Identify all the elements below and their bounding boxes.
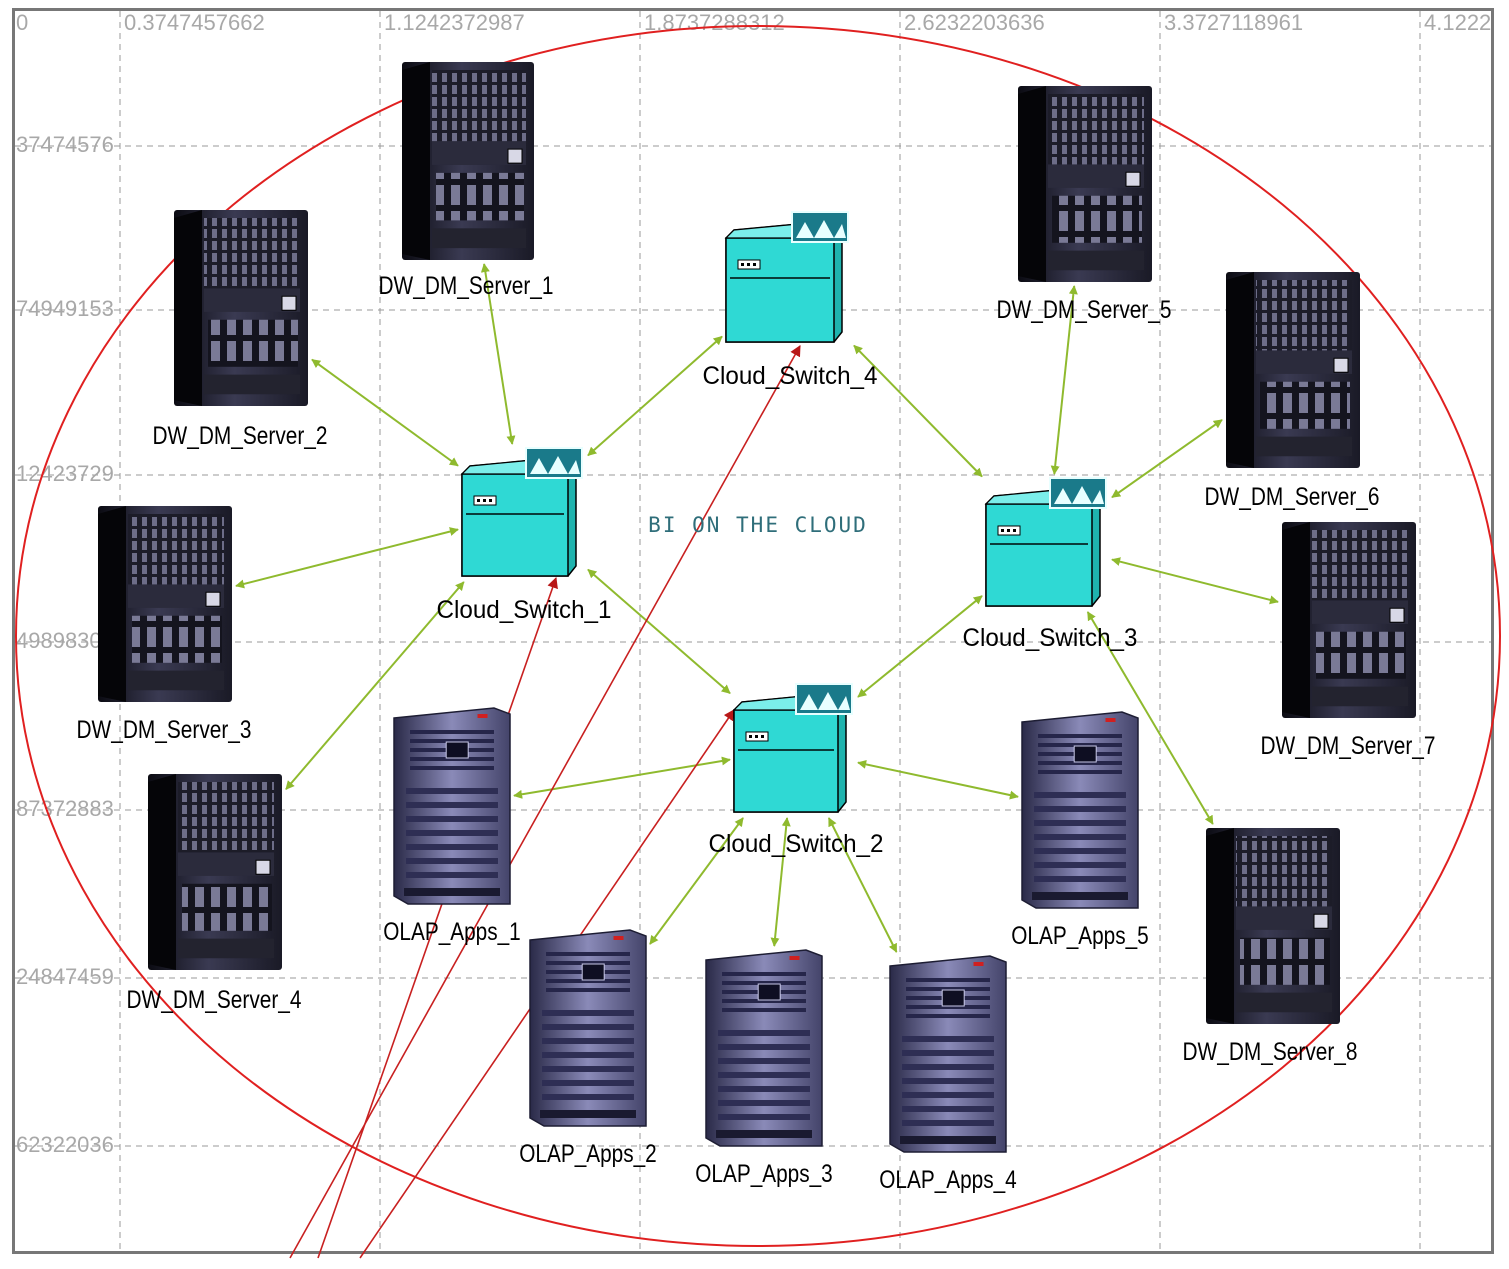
node-cloud-switch-2[interactable]: Cloud_Switch_2: [709, 683, 884, 858]
node-dw-dm-server-8[interactable]: DW_DM_Server_8: [1183, 828, 1358, 1066]
external-link-Cloud_Switch_1[interactable]: [317, 576, 558, 1259]
x-tick-label: 3.3727118961: [1164, 10, 1303, 35]
node-cloud-switch-3[interactable]: Cloud_Switch_3: [963, 477, 1138, 652]
olap-server-icon: [705, 949, 823, 1147]
diagram-title: BI ON THE CLOUD: [648, 513, 868, 537]
tower-server-icon: [1206, 828, 1340, 1024]
x-tick-label: 0.3747457662: [124, 10, 265, 35]
y-tick-label: 37474576: [16, 132, 114, 157]
link-OLAP_Apps_1-Cloud_Switch_2[interactable]: [513, 756, 731, 799]
node-dw-dm-server-7[interactable]: DW_DM_Server_7: [1261, 522, 1436, 760]
y-tick-label: 12423729: [16, 461, 114, 486]
link-DW_DM_Server_2-Cloud_Switch_1[interactable]: [311, 358, 459, 467]
link-DW_DM_Server_1-Cloud_Switch_1[interactable]: [480, 263, 516, 445]
node-label: DW_DM_Server_5: [997, 296, 1172, 324]
node-dw-dm-server-4[interactable]: DW_DM_Server_4: [127, 774, 302, 1014]
node-label: Cloud_Switch_4: [703, 362, 878, 390]
cloud-switch-icon: [984, 477, 1107, 607]
x-tick-label: 1.1242372987: [384, 10, 525, 35]
node-dw-dm-server-6[interactable]: DW_DM_Server_6: [1205, 272, 1380, 511]
cloud-switch-icon: [460, 447, 583, 577]
node-label: DW_DM_Server_6: [1205, 483, 1380, 511]
x-tick-label: 4.1222: [1424, 10, 1491, 35]
link-Cloud_Switch_1-Cloud_Switch_4[interactable]: [587, 335, 723, 457]
x-tick-label: 0: [16, 10, 28, 35]
node-olap-apps-1[interactable]: OLAP_Apps_1: [383, 707, 521, 946]
tower-server-icon: [148, 774, 282, 970]
node-label: DW_DM_Server_3: [77, 716, 252, 744]
node-label: OLAP_Apps_5: [1011, 922, 1149, 950]
node-olap-apps-5[interactable]: OLAP_Apps_5: [1011, 711, 1149, 950]
node-label: OLAP_Apps_4: [879, 1166, 1017, 1194]
tower-server-icon: [1226, 272, 1360, 468]
cloud-switch-icon: [732, 683, 853, 813]
link-OLAP_Apps_3-Cloud_Switch_2[interactable]: [770, 817, 791, 947]
y-tick-label: 62322036: [16, 1132, 114, 1157]
node-label: Cloud_Switch_1: [437, 596, 612, 624]
external-link-Cloud_Switch_4[interactable]: [289, 345, 801, 1259]
node-olap-apps-2[interactable]: OLAP_Apps_2: [519, 929, 657, 1168]
node-dw-dm-server-5[interactable]: DW_DM_Server_5: [997, 86, 1172, 324]
node-cloud-switch-1[interactable]: Cloud_Switch_1: [437, 447, 612, 624]
tower-server-icon: [1282, 522, 1416, 718]
y-tick-label: 4989830: [16, 628, 102, 653]
olap-server-icon: [393, 707, 511, 905]
node-dw-dm-server-1[interactable]: DW_DM_Server_1: [379, 62, 554, 300]
node-layer: DW_DM_Server_1DW_DM_Server_2DW_DM_Server…: [77, 62, 1436, 1194]
link-DW_DM_Server_6-Cloud_Switch_3[interactable]: [1111, 419, 1223, 499]
node-label: OLAP_Apps_1: [383, 918, 521, 946]
link-DW_DM_Server_3-Cloud_Switch_1[interactable]: [235, 527, 459, 589]
link-OLAP_Apps_5-Cloud_Switch_2[interactable]: [857, 759, 1019, 800]
node-label: DW_DM_Server_2: [153, 422, 328, 450]
tower-server-icon: [402, 62, 534, 260]
node-label: DW_DM_Server_1: [379, 272, 554, 300]
node-dw-dm-server-2[interactable]: DW_DM_Server_2: [153, 210, 328, 450]
cloud-boundary: [15, 25, 1501, 1247]
link-Cloud_Switch_4-Cloud_Switch_3[interactable]: [853, 344, 983, 478]
link-DW_DM_Server_8-Cloud_Switch_3[interactable]: [1086, 611, 1214, 825]
link-layer: [235, 263, 1279, 953]
tower-server-icon: [174, 210, 308, 406]
node-olap-apps-4[interactable]: OLAP_Apps_4: [879, 955, 1017, 1194]
link-Cloud_Switch_3-Cloud_Switch_2[interactable]: [857, 595, 983, 698]
node-label: DW_DM_Server_8: [1183, 1038, 1358, 1066]
node-label: Cloud_Switch_3: [963, 624, 1138, 652]
y-tick-label: 24847459: [16, 964, 114, 989]
node-label: OLAP_Apps_2: [519, 1140, 657, 1168]
node-label: DW_DM_Server_4: [127, 986, 302, 1014]
olap-server-icon: [529, 929, 647, 1127]
link-DW_DM_Server_7-Cloud_Switch_3[interactable]: [1111, 557, 1279, 605]
link-OLAP_Apps_2-Cloud_Switch_2[interactable]: [649, 817, 744, 945]
tower-server-icon: [98, 506, 232, 702]
olap-server-icon: [889, 955, 1007, 1153]
node-olap-apps-3[interactable]: OLAP_Apps_3: [695, 949, 833, 1188]
node-cloud-switch-4[interactable]: Cloud_Switch_4: [703, 211, 878, 390]
link-DW_DM_Server_5-Cloud_Switch_3[interactable]: [1050, 285, 1078, 475]
x-tick-label: 2.6232203636: [904, 10, 1045, 35]
link-Cloud_Switch_1-Cloud_Switch_2[interactable]: [587, 568, 731, 695]
link-OLAP_Apps_4-Cloud_Switch_2[interactable]: [827, 817, 898, 953]
link-DW_DM_Server_4-Cloud_Switch_1[interactable]: [285, 581, 465, 790]
tower-server-icon: [1018, 86, 1152, 282]
node-label: OLAP_Apps_3: [695, 1160, 833, 1188]
node-label: DW_DM_Server_7: [1261, 732, 1436, 760]
y-tick-label: 74949153: [16, 296, 114, 321]
cloud-switch-icon: [724, 211, 849, 343]
node-dw-dm-server-3[interactable]: DW_DM_Server_3: [77, 506, 252, 744]
y-tick-label: 87372883: [16, 796, 114, 821]
node-label: Cloud_Switch_2: [709, 830, 884, 858]
olap-server-icon: [1021, 711, 1139, 909]
